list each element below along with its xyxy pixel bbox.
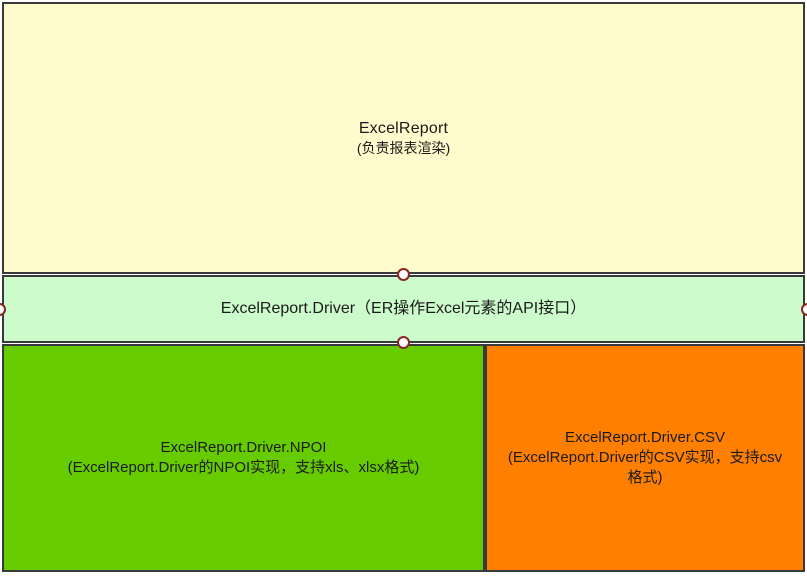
layer-excelreport-driver-csv-text: ExcelReport.Driver.CSV (ExcelReport.Driv… [487,428,803,487]
layer-excelreport-title: ExcelReport [358,120,449,138]
layer-excelreport-driver-npoi-subtitle: (ExcelReport.Driver的NPOI实现，支持xls、xlsx格式) [67,459,420,476]
layer-excelreport-driver-csv-title: ExcelReport.Driver.CSV [564,429,726,447]
layer-excelreport-driver-text: ExcelReport.Driver（ER操作Excel元素的API接口） [211,298,596,319]
interface-lollipop-icon [397,336,410,349]
layer-excelreport-driver: ExcelReport.Driver（ER操作Excel元素的API接口） [2,275,805,343]
layer-excelreport-driver-npoi: ExcelReport.Driver.NPOI (ExcelReport.Dri… [2,344,485,572]
layer-excelreport: ExcelReport (负责报表渲染) [2,2,805,274]
interface-lollipop-icon [801,303,807,316]
layer-excelreport-driver-npoi-title: ExcelReport.Driver.NPOI [160,439,327,457]
layer-excelreport-driver-title: ExcelReport.Driver（ER操作Excel元素的API接口） [220,300,587,318]
layer-excelreport-text: ExcelReport (负责报表渲染) [347,118,460,158]
layer-excelreport-subtitle: (负责报表渲染) [356,140,451,157]
layer-excelreport-driver-npoi-text: ExcelReport.Driver.NPOI (ExcelReport.Dri… [58,438,430,478]
layer-excelreport-driver-csv: ExcelReport.Driver.CSV (ExcelReport.Driv… [485,344,805,572]
layer-excelreport-driver-csv-subtitle: (ExcelReport.Driver的CSV实现，支持csv格式) [507,449,783,486]
interface-lollipop-icon [397,268,410,281]
